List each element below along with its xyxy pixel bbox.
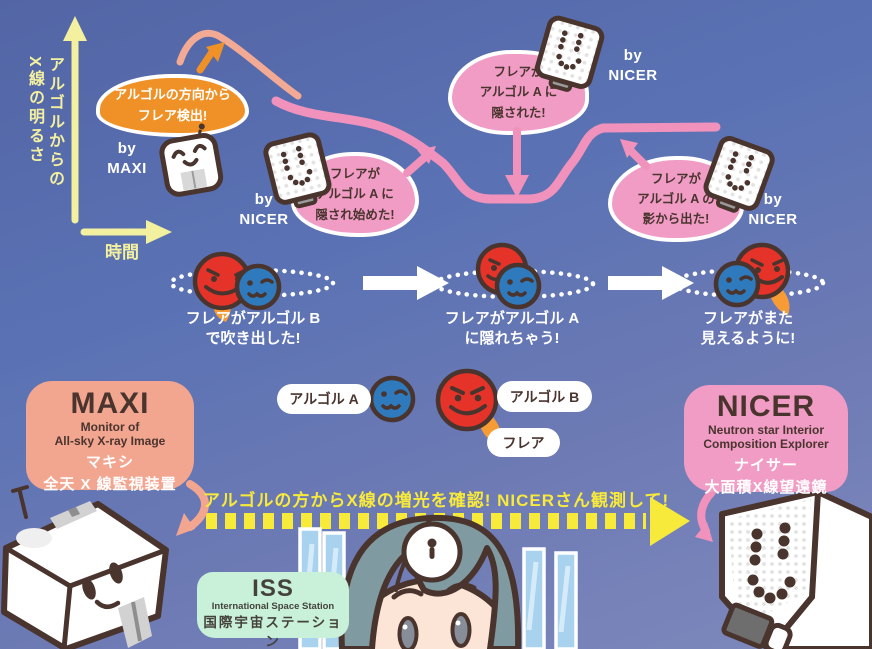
- head-lamp-icon: [401, 521, 463, 583]
- maxi-name: MAXI: [70, 387, 150, 420]
- credit-name: MAXI: [107, 159, 147, 177]
- y-axis-label-line: X線の明るさ: [26, 56, 43, 165]
- x-axis-arrow: [80, 220, 172, 244]
- maxi-ja-name: 全天 X 線監視装置: [43, 476, 177, 494]
- iss-name: ISS: [252, 575, 294, 602]
- y-axis-label: アルゴルからの X線の明るさ: [24, 56, 64, 234]
- step-arrow-2: [608, 266, 694, 300]
- maxi-en-line: Monitor of: [80, 419, 140, 434]
- caption-line: フレアがまた: [702, 310, 793, 327]
- maxi-en-line: All-sky X-ray Image: [54, 433, 166, 448]
- credit-by-nicer-3: by NICER: [742, 190, 804, 229]
- bubble-line: フレアが: [650, 171, 701, 186]
- iss-ja-name: 国際宇宙ステーション: [203, 614, 343, 649]
- controller-character: [338, 514, 522, 649]
- nicer-kana: ナイサー: [733, 457, 798, 475]
- credit-by-nicer-1: by NICER: [234, 190, 294, 229]
- nicer-info-card: NICER Neutron star Interior Composition …: [684, 385, 848, 496]
- maxi-kana: マキシ: [85, 454, 134, 472]
- blue-star-algol-a: [494, 262, 542, 310]
- observation-request-banner: アルゴルの方からX線の増光を確認! NICERさん観測して!: [202, 491, 670, 510]
- orbit-diagram-2: [432, 242, 596, 310]
- bubble-line: アルゴル A に: [316, 187, 394, 202]
- bubble-line: アルゴル A に: [479, 85, 558, 100]
- maxi-info-card: MAXI Monitor of All-sky X-ray Image マキシ …: [26, 381, 194, 493]
- credit-by: by: [763, 191, 783, 208]
- bubble-line: アルゴルの方向から: [114, 86, 231, 102]
- nicer-en-line: Composition Explorer: [703, 436, 829, 451]
- blue-star-algol-a: [234, 263, 282, 311]
- caption-line: に隠れちゃう!: [464, 330, 560, 348]
- light-curve: [176, 29, 721, 204]
- bubble-line: 隠され始めた!: [315, 207, 395, 222]
- blue-star-algol-a: [713, 260, 761, 308]
- step-arrow-1: [363, 266, 449, 300]
- orbit-ellipse: [432, 268, 596, 300]
- maxi-card-pointer-arrow: [176, 480, 209, 536]
- legend-label-algol-a: アルゴル A: [277, 384, 371, 414]
- credit-name: NICER: [748, 210, 798, 228]
- maxi-satellite-illustration: [1, 485, 169, 649]
- caption-line: 見えるように!: [700, 330, 796, 348]
- credit-by: by: [254, 191, 274, 208]
- bubble-line: フレア検出!: [137, 107, 208, 123]
- nicer-satellite-illustration: [719, 489, 872, 649]
- step1-caption: フレアがアルゴル B で吹き出した!: [167, 309, 339, 350]
- credit-by-nicer-2: by NICER: [602, 46, 664, 85]
- x-axis-label: 時間: [105, 243, 139, 262]
- maxi-detection-bubble: アルゴルの方向から フレア検出!: [96, 74, 249, 137]
- nicer-card-pointer-arrow: [695, 488, 716, 542]
- iss-info-card: ISS International Space Station 国際宇宙ステーシ…: [197, 572, 349, 649]
- caption-line: で吹き出した!: [205, 330, 301, 348]
- orbit-diagram-1: [168, 251, 336, 322]
- caption-line: フレアがアルゴル A: [444, 310, 580, 327]
- legend-blue-star-algol-a: [368, 375, 416, 423]
- flare-eclipse-start-bubble: フレアが アルゴル A に 隠され始めた!: [291, 152, 419, 237]
- light-curve-rise-segment: [176, 29, 302, 100]
- legend-label-algol-b: アルゴル B: [497, 381, 592, 412]
- flare-hidden-bubble: フレアが アルゴル A に 隠された!: [448, 50, 589, 135]
- bubble-line: アルゴル A の: [637, 191, 715, 206]
- light-curve-dip-segment: [271, 96, 721, 204]
- nicer-ja-name: 大面積X線望遠鏡: [704, 479, 828, 497]
- bubble-line: 影から出た!: [642, 212, 710, 227]
- nicer-name: NICER: [716, 390, 816, 423]
- y-axis-label-line: アルゴルからの: [46, 56, 63, 189]
- iss-en-name: International Space Station: [211, 601, 335, 613]
- bubble-line: フレアが: [329, 167, 380, 182]
- orbit-diagram-3: [670, 242, 826, 315]
- flare-reappear-bubble: フレアが アルゴル A の 影から出た!: [608, 156, 744, 242]
- credit-by-maxi: by MAXI: [98, 139, 156, 178]
- step2-caption: フレアがアルゴル A に隠れちゃう!: [424, 309, 600, 350]
- bubble-line: フレアが: [493, 65, 544, 80]
- caption-line: フレアがアルゴル B: [185, 310, 321, 327]
- y-axis-arrow: [63, 16, 87, 224]
- credit-by: by: [117, 140, 137, 157]
- bubble-line: 隠された!: [491, 105, 546, 120]
- credit-name: NICER: [608, 66, 658, 84]
- step3-caption: フレアがまた 見えるように!: [658, 309, 838, 350]
- eye: [397, 612, 472, 649]
- nicer-en-line: Neutron star Interior: [707, 422, 824, 437]
- legend-label-flare: フレア: [487, 428, 560, 457]
- credit-by: by: [623, 47, 643, 64]
- credit-name: NICER: [239, 210, 289, 228]
